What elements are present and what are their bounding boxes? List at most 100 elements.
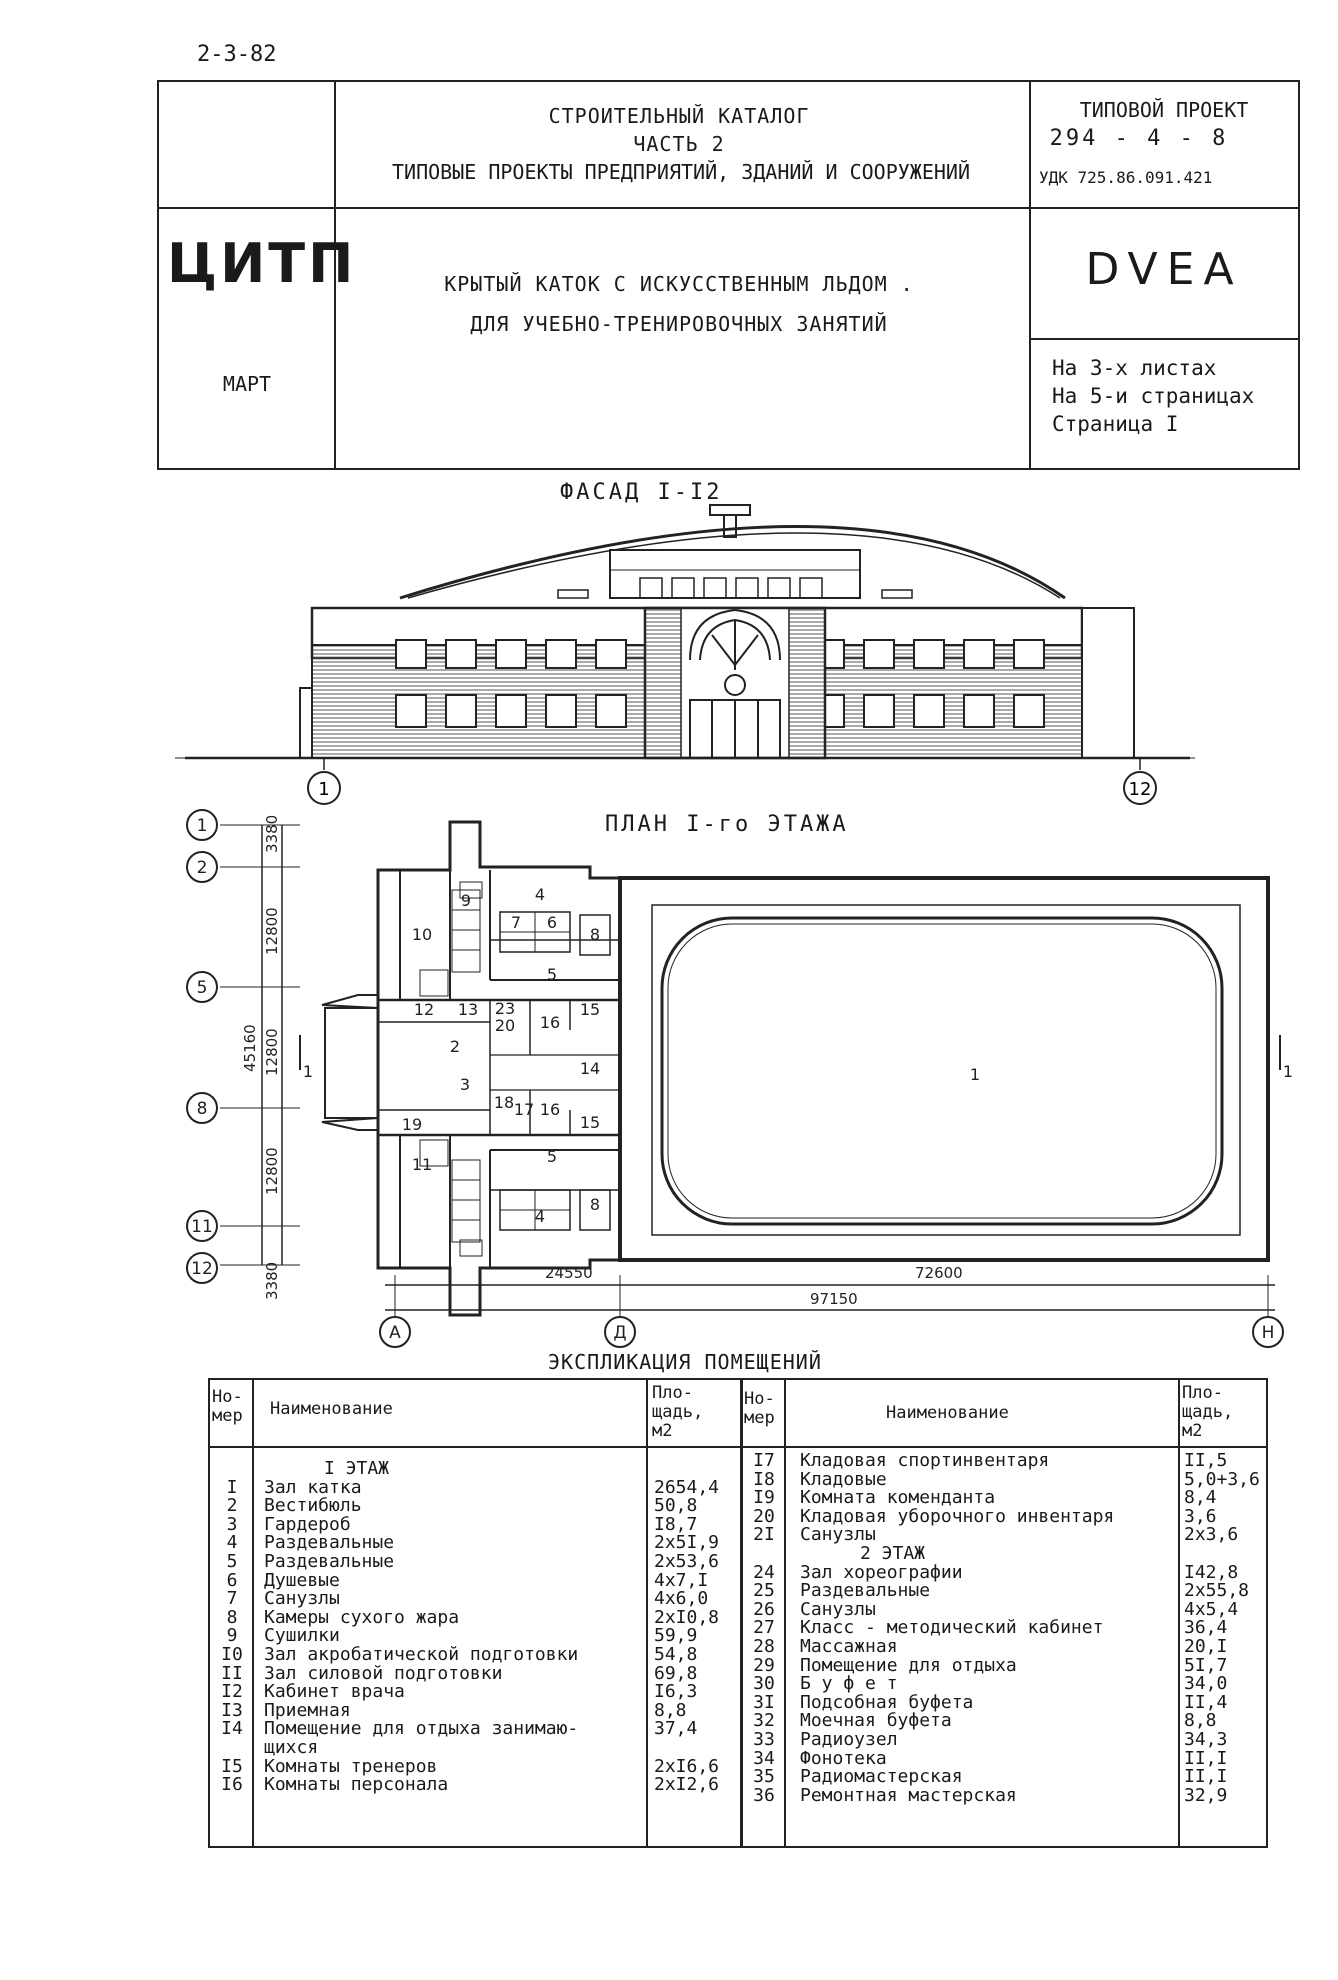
facade-axis-left: 1 <box>318 779 329 800</box>
room-name: Кладовые <box>800 1468 887 1490</box>
room-area: 50,8 <box>654 1495 698 1517</box>
room-name: Сушилки <box>264 1625 340 1647</box>
room-number: I5 <box>221 1755 243 1777</box>
room-label: 17 <box>514 1100 534 1119</box>
section-mark: 1 <box>303 1062 313 1081</box>
room-name: Класс - методический кабинет <box>800 1617 1104 1639</box>
room-label: 1 <box>970 1065 980 1084</box>
room-label: 16 <box>540 1100 560 1119</box>
room-number <box>214 1460 250 1479</box>
room-name: Массажная <box>800 1635 898 1657</box>
divider <box>740 1380 743 1846</box>
room-name: Камеры сухого жара <box>264 1606 460 1628</box>
room-name: Гардероб <box>264 1513 351 1535</box>
dim-label: 24550 <box>545 1264 593 1282</box>
room-number: 34 <box>753 1747 775 1769</box>
room-name: Раздевальные <box>264 1550 395 1572</box>
typical-project-label: ТИПОВОЙ ПРОЕКТ <box>1079 98 1249 122</box>
room-area: II,5 <box>1184 1450 1228 1471</box>
dim-label: 12800 <box>263 1147 281 1195</box>
dim-label: 12800 <box>263 907 281 955</box>
room-number: 36 <box>753 1784 775 1806</box>
title-block: СТРОИТЕЛЬНЫЙ КАТАЛОГ ЧАСТЬ 2 ТИПОВЫЕ ПРО… <box>157 80 1300 470</box>
room-name: Кладовая спортинвентаря <box>800 1450 1050 1471</box>
room-area: 8,4 <box>1184 1487 1217 1509</box>
room-name: Помещение для отдыха занимаю- щихся <box>264 1718 579 1758</box>
room-area: 2xI2,6 <box>654 1774 720 1796</box>
facade-drawing: 1 12 <box>175 504 1195 805</box>
room-area: 32,9 <box>1184 1784 1228 1806</box>
room-name: Комната коменданта <box>800 1487 996 1509</box>
room-label: 18 <box>494 1093 514 1112</box>
room-label: 23 <box>495 999 515 1018</box>
room-number: 3 <box>226 1513 238 1535</box>
plan-axis-col: Н <box>1262 1323 1275 1343</box>
plan-axis-col: А <box>389 1323 401 1343</box>
room-name: Санузлы <box>800 1598 876 1620</box>
room-label: 8 <box>590 1195 600 1214</box>
room-name: Радиоузел <box>800 1728 898 1750</box>
room-area: 34,3 <box>1184 1728 1228 1750</box>
room-label: 15 <box>580 1113 600 1132</box>
room-area: 20,I <box>1184 1635 1228 1657</box>
room-name: Вестибюль <box>264 1495 362 1517</box>
dim-label: 72600 <box>915 1264 963 1282</box>
explication-table: Но- мер Наименование Пло- щадь, м2 Но- м… <box>208 1378 1268 1848</box>
divider <box>1029 82 1031 468</box>
room-number: 3I <box>753 1691 775 1713</box>
divider <box>1178 1380 1180 1846</box>
header-name: Наименование <box>270 1399 393 1419</box>
room-label: 20 <box>495 1016 515 1035</box>
divider <box>784 1380 786 1846</box>
room-area: 2654,4 <box>654 1476 720 1498</box>
room-name: Ремонтная мастерская <box>800 1784 1017 1806</box>
room-area: 2xI0,8 <box>654 1606 720 1628</box>
divider <box>646 1380 648 1846</box>
dim-label: 12800 <box>263 1028 281 1076</box>
room-area: II,I <box>1184 1766 1228 1788</box>
room-number: I2 <box>221 1681 243 1703</box>
room-area: 54,8 <box>654 1643 698 1665</box>
room-name: Кладовая уборочного инвентаря <box>800 1505 1115 1527</box>
room-number <box>746 1545 782 1564</box>
facade-title: ФАСАД I-I2 <box>560 480 723 505</box>
room-area: 5,0+3,6 <box>1184 1468 1260 1490</box>
room-number: I7 <box>753 1450 775 1471</box>
room-name: Раздевальные <box>800 1580 931 1602</box>
room-number: 2 <box>226 1495 238 1517</box>
room-area: 4x7,I <box>654 1569 709 1591</box>
room-number: I4 <box>221 1718 243 1740</box>
room-name: Приемная <box>264 1699 351 1721</box>
room-name: Санузлы <box>800 1524 876 1546</box>
project-code: DVEA <box>1085 244 1243 295</box>
room-area: I42,8 <box>1184 1561 1239 1583</box>
room-area: 8,8 <box>1184 1710 1217 1732</box>
room-name: Подсобная буфета <box>800 1691 974 1713</box>
explication-title: ЭКСПЛИКАЦИЯ ПОМЕЩЕНИЙ <box>548 1350 822 1374</box>
room-name: Радиомастерская <box>800 1766 963 1788</box>
room-label: 4 <box>535 885 545 904</box>
room-number: 29 <box>753 1654 775 1676</box>
room-area: 5I,7 <box>1184 1654 1228 1676</box>
plan-axis-col: Д <box>613 1323 626 1343</box>
room-label: 15 <box>580 1000 600 1019</box>
room-area: 37,4 <box>654 1718 698 1740</box>
udk-code: УДК 725.86.091.421 <box>1039 168 1213 187</box>
room-label: 3 <box>460 1075 470 1094</box>
header-name: Наименование <box>886 1403 1009 1423</box>
dim-label: 3380 <box>263 815 281 853</box>
room-name: Кабинет врача <box>264 1681 405 1703</box>
divider <box>159 207 1298 209</box>
divider <box>210 1446 1266 1448</box>
dim-label: 3380 <box>263 1262 281 1300</box>
header-area: Пло- щадь, м2 <box>1182 1383 1234 1441</box>
room-area <box>654 1460 740 1479</box>
room-area: 2x55,8 <box>1184 1580 1250 1602</box>
room-area: I8,7 <box>654 1513 698 1535</box>
room-label: 8 <box>590 925 600 944</box>
header-num: Но- мер <box>744 1389 775 1428</box>
room-name: 2 ЭТАЖ <box>860 1542 926 1564</box>
project-title: КРЫТЫЙ КАТОК С ИСКУССТВЕННЫМ ЛЬДОМ . <box>444 272 914 296</box>
